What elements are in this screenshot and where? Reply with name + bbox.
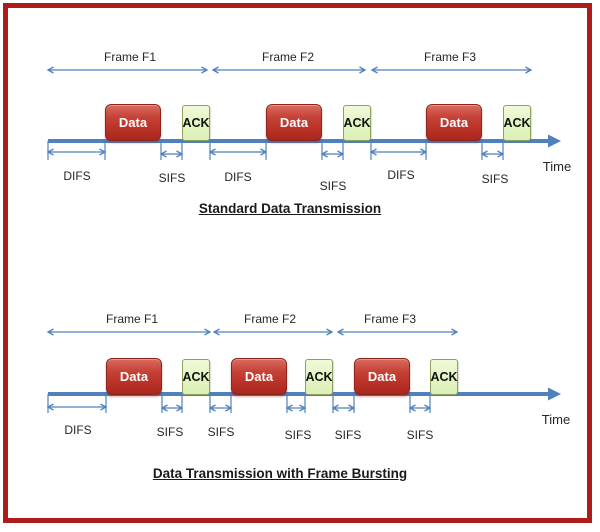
ack-box: ACK	[503, 105, 531, 141]
interval-arrows	[46, 148, 505, 158]
timeline-ticks	[47, 394, 431, 413]
frame-label-f1: Frame F1	[103, 50, 157, 64]
interval-label-sifs: SIFS	[284, 428, 312, 442]
data-box: Data	[426, 104, 482, 141]
frame-label-f3: Frame F3	[423, 50, 477, 64]
frame-label-f3: Frame F3	[363, 312, 417, 326]
timeline-ticks	[47, 141, 504, 160]
interval-label-sifs: SIFS	[156, 425, 184, 439]
interval-label-sifs: SIFS	[406, 428, 434, 442]
data-box: Data	[105, 104, 161, 141]
interval-label-sifs: SIFS	[207, 425, 235, 439]
timeline-arrowhead	[548, 387, 561, 401]
interval-label-difs: DIFS	[63, 169, 91, 183]
ack-box: ACK	[182, 359, 210, 395]
interval-label-difs: DIFS	[64, 423, 92, 437]
data-box: Data	[106, 358, 162, 395]
ack-box: ACK	[343, 105, 371, 141]
diagram-title-standard: Standard Data Transmission	[198, 201, 382, 216]
ack-box: ACK	[430, 359, 458, 395]
interval-label-sifs: SIFS	[481, 172, 509, 186]
ack-box: ACK	[305, 359, 333, 395]
data-box: Data	[231, 358, 287, 395]
frame-label-f2: Frame F2	[261, 50, 315, 64]
data-box: Data	[354, 358, 410, 395]
frame-label-f2: Frame F2	[243, 312, 297, 326]
diagram-title-bursting: Data Transmission with Frame Bursting	[152, 466, 408, 481]
interval-label-difs: DIFS	[224, 170, 252, 184]
timeline-arrowhead	[548, 134, 561, 148]
interval-arrows	[46, 403, 432, 412]
interval-label-sifs: SIFS	[319, 179, 347, 193]
interval-label-difs: DIFS	[387, 168, 415, 182]
data-box: Data	[266, 104, 322, 141]
ack-box: ACK	[182, 105, 210, 141]
interval-label-sifs: SIFS	[334, 428, 362, 442]
time-axis-label: Time	[542, 159, 572, 174]
frame-label-f1: Frame F1	[105, 312, 159, 326]
time-axis-label: Time	[541, 412, 571, 427]
interval-label-sifs: SIFS	[158, 171, 186, 185]
top-diagram-lines	[46, 66, 561, 160]
